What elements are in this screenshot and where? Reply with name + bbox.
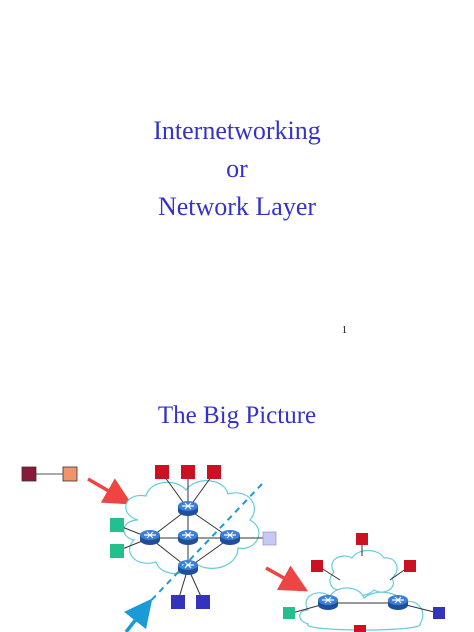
host-blue	[433, 607, 445, 619]
router-icon	[177, 529, 199, 546]
title-line-2: or	[226, 154, 248, 183]
host-red	[181, 465, 195, 479]
host-green	[110, 518, 124, 532]
slide-title: Internetworking or Network Layer	[0, 112, 474, 226]
router-icon	[177, 500, 199, 517]
title-line-1: Internetworking	[153, 116, 321, 145]
red-arrow-2	[265, 565, 309, 592]
host-red	[404, 560, 416, 572]
host-red	[207, 465, 221, 479]
host-pair-left	[21, 466, 78, 482]
host-blue	[196, 595, 210, 609]
host-red	[155, 465, 169, 479]
page-number: 1	[342, 325, 347, 336]
slide-1: Internetworking or Network Layer 1	[0, 112, 474, 336]
host-blue	[171, 595, 185, 609]
slide-2-title: The Big Picture	[157, 402, 317, 429]
host-green	[110, 544, 124, 558]
host-lavender	[262, 531, 277, 546]
network-diagram	[21, 465, 445, 632]
router-icon	[317, 594, 339, 611]
cloud-right-bottom	[299, 587, 424, 631]
host-red	[356, 533, 368, 545]
host-dark-red	[21, 466, 37, 482]
host-green	[283, 607, 295, 619]
router-icon	[387, 594, 409, 611]
router-icon	[219, 529, 241, 546]
router-icon	[177, 559, 199, 576]
title-line-3: Network Layer	[157, 192, 317, 221]
cloud-large	[123, 480, 260, 575]
host-red	[354, 625, 366, 632]
blue-arrow	[124, 598, 153, 632]
host-orange	[62, 466, 78, 482]
red-arrow-1	[87, 477, 133, 505]
host-red	[311, 560, 323, 572]
router-icon	[139, 529, 161, 546]
